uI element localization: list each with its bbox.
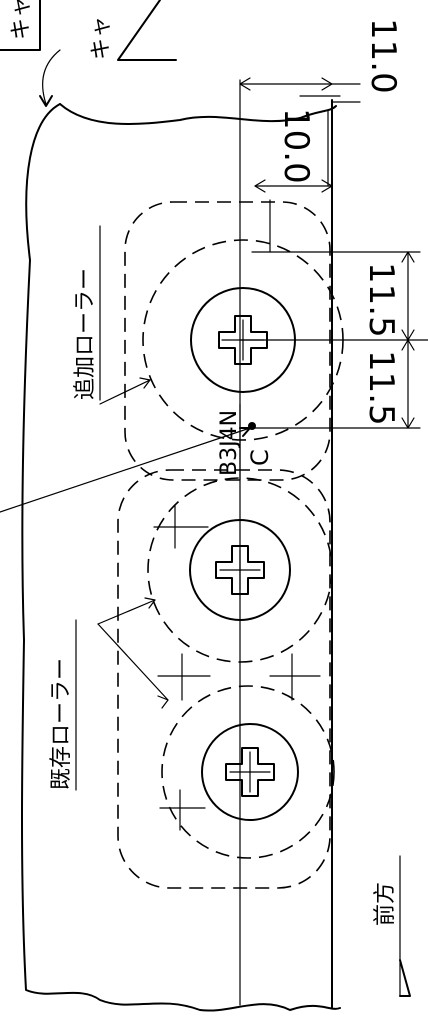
- existing-roller-label-group: 既存ローラー: [49, 597, 169, 791]
- added-roller-outline: [124, 201, 331, 481]
- construction-marks: [153, 199, 321, 831]
- existing-roller-outline: [117, 469, 331, 889]
- added-roller: [142, 239, 344, 441]
- top-left-label-group: キャ キャ: [0, 0, 177, 107]
- existing-roller-label: 既存ローラー: [49, 658, 74, 790]
- forward-label: 前方: [373, 882, 398, 926]
- added-roller-label: 追加ローラー: [73, 268, 98, 400]
- dim-11-5-upper: 11.5: [361, 262, 401, 338]
- dim-10-0: 10.0: [276, 108, 316, 184]
- label-top-2: キャ: [89, 16, 114, 60]
- dim-11-5-lower: 11.5: [361, 350, 401, 426]
- dimension-chain-right: 11.5 11.5: [239, 251, 428, 429]
- part-code-sub: C: [246, 449, 274, 466]
- forward-indicator: 前方: [373, 855, 411, 997]
- plate-top-break: [59, 103, 337, 126]
- existing-roller-1: [147, 477, 333, 663]
- dimension-11-0: 11.0: [239, 18, 403, 103]
- dim-11-0: 11.0: [363, 18, 403, 94]
- dimension-10-0: 10.0: [254, 108, 333, 193]
- part-code: B3J4N: [217, 410, 242, 476]
- existing-roller-2: [161, 685, 335, 859]
- plate-break-left: [21, 103, 341, 1012]
- label-top-1: キャ: [9, 0, 34, 40]
- added-roller-label-group: 追加ローラー: [73, 225, 151, 405]
